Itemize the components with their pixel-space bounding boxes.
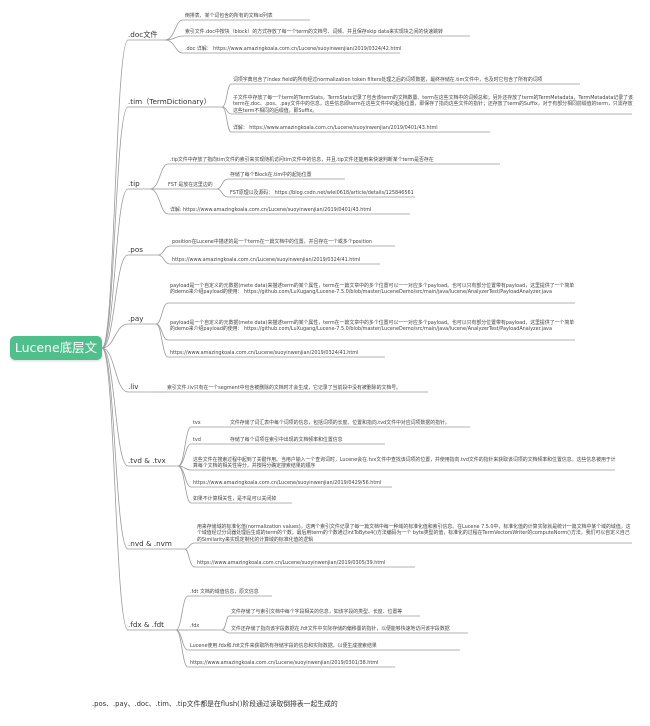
pos-item-2: https://www.amazingkoala.com.cn/Lucene/s… bbox=[172, 257, 361, 263]
tvx-desc: 文件存储了词汇表中每个词项的信息，包括词项的长度、位置和指向.tvd文件中对应词… bbox=[230, 420, 450, 426]
tim-item-3: 详解： https://www.amazingkoala.com.cn/Luce… bbox=[233, 125, 438, 131]
category-tim[interactable]: .tim（TermDictionary） bbox=[128, 97, 211, 106]
doc-item-1: 倒排表、某个词包含的所有的文档id列表 bbox=[185, 13, 273, 19]
doc-item-3: .doc 详解： https://www.amazingkoala.com.cn… bbox=[185, 46, 402, 52]
footer-note: .pos、.pay、.doc、.tim、.tip文件都是在flush()阶段通过… bbox=[92, 700, 338, 708]
liv-item-1: 索引文件.liv只有在一个segment中包含被删除的文档时才会生成，它记录了当… bbox=[167, 385, 402, 391]
tip-fst-item-2: FST原理以及源码： https://blog.csdn.net/wlei061… bbox=[230, 190, 414, 196]
fdx-desc-2: 文件还存储了指向该字段数据在.fdt文件中实际存储的偏移量的指针，以便能够快速地… bbox=[231, 626, 450, 632]
fdx-fdt-item-1: Lucene使用.fdx和.fdt文件来获取所有存储字段的信息和实际数据，以便生… bbox=[190, 643, 377, 649]
fdt-desc: 文档的域值信息，原文信息 bbox=[200, 589, 259, 595]
nvd-nvm-item-1: 用来存储域的标准化值(normalization values)。这两个索引文件… bbox=[197, 524, 631, 543]
pay-item-1: payload是一个自定义的元数据(mete data)来描述term的某个属性… bbox=[170, 283, 575, 296]
fdx-node[interactable]: .fdx bbox=[190, 623, 200, 629]
tip-fst-node[interactable]: FST 是放在这里边的 bbox=[168, 182, 213, 188]
tip-item-2: 详解: https://www.amazingkoala.com.cn/Luce… bbox=[170, 207, 372, 213]
doc-item-2: 索引文件.doc中按块（block）的方式存放了每一个term的文档号、词频、并… bbox=[185, 29, 443, 35]
pos-item-1: position在Lucene中描述的是一个term在一篇文档中的位置，并且存在… bbox=[172, 239, 372, 245]
tvd-node[interactable]: tvd bbox=[193, 437, 201, 443]
tim-item-1: 词项字典包含了index field的所有经过normalization tok… bbox=[233, 77, 543, 83]
fdx-fdt-item-2: https://www.amazingkoala.com.cn/Lucene/s… bbox=[190, 660, 379, 666]
fdt-node[interactable]: .fdt bbox=[190, 589, 199, 595]
tip-item-1: .tip文件中存放了指向tim文件的索引来实现随机访问tim文件中的信息，并且.… bbox=[170, 157, 434, 163]
tvd-desc: 存储了每个词项在索引中出现的文档频率和位置信息 bbox=[230, 437, 343, 443]
category-nvd-nvm[interactable]: .nvd & .nvm bbox=[128, 539, 172, 548]
root-node[interactable]: Lucene底层文件 bbox=[10, 336, 102, 379]
tvd-tvx-item-2: https://www.amazingkoala.com.cn/Lucene/s… bbox=[193, 480, 382, 486]
tvd-tvx-item-1: 这些文件在搜索过程中起到了关键作用。当用户输入一个查询词时，Lucene会在.t… bbox=[193, 457, 616, 470]
tip-fst-item-1: 存储了每个Block在.tim中的起始位置 bbox=[230, 172, 312, 178]
category-tvd-tvx[interactable]: .tvd & .tvx bbox=[128, 456, 166, 465]
category-liv[interactable]: .liv bbox=[128, 382, 139, 391]
category-pay[interactable]: .pay bbox=[128, 314, 144, 323]
tvx-node[interactable]: tvx bbox=[193, 420, 201, 426]
category-doc[interactable]: .doc文件 bbox=[128, 30, 158, 39]
nvd-nvm-item-2: https://www.amazingkoala.com.cn/Lucene/s… bbox=[197, 560, 386, 566]
fdx-desc-1: 文件存储了与索引文档中每个字段相关的信息，如该字段的类型、长度、位置等 bbox=[231, 609, 403, 615]
pay-item-3: https://www.amazingkoala.com.cn/Lucene/s… bbox=[170, 350, 359, 356]
category-pos[interactable]: .pos bbox=[128, 245, 143, 254]
tim-item-2: 子文件中存放了每一个term的TermStats，TermStats记录了包含该… bbox=[233, 95, 633, 114]
category-fdx-fdt[interactable]: .fdx & .fdt bbox=[128, 620, 165, 629]
category-tip[interactable]: .tip bbox=[128, 179, 140, 188]
tvd-tvx-item-3: 如果不计算相关性，是不是可以关闭掉 bbox=[193, 496, 277, 502]
pay-item-2: payload是一个自定义的元数据(mete data)来描述term的某个属性… bbox=[170, 320, 575, 333]
